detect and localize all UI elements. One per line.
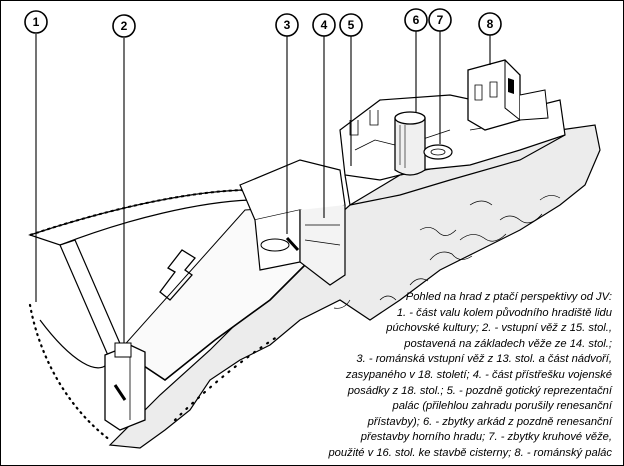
caption-line: zasypaného v 18. století; 4. - část přís… — [345, 368, 612, 381]
caption-line: Pohled na hrad z ptačí perspektivy od JV… — [405, 291, 612, 303]
west-bailey-wall — [59, 239, 126, 361]
figure-caption: Pohled na hrad z ptačí perspektivy od JV… — [300, 290, 612, 462]
marker-4: 4 — [312, 13, 336, 37]
svg-text:1: 1 — [33, 15, 40, 29]
rock-texture — [333, 195, 561, 309]
caption-line: 3. - románská vstupní věž z 13. stol. a … — [356, 353, 612, 366]
foot-dotted-row — [173, 333, 282, 422]
caption-line: púchovské kultury; 2. - vstupní věž z 15… — [386, 322, 612, 335]
marker-6: 6 — [404, 8, 428, 32]
marker-7: 7 — [428, 8, 452, 32]
caption-line: přestavby horního hradu; 7. - zbytky kru… — [360, 431, 612, 444]
svg-text:8: 8 — [487, 17, 494, 31]
courtyard-wall-front — [119, 259, 311, 381]
original-rampart-dotted — [28, 303, 112, 442]
caption-line: 1. - část valu kolem původního hradiště … — [396, 306, 612, 319]
caption-line: palác (přilehlou zahradu porušily renesa… — [392, 400, 612, 413]
marker-leader-lines — [35, 31, 441, 343]
svg-text:6: 6 — [413, 13, 420, 27]
outer-rampart-wall — [28, 189, 251, 246]
cistern-remains — [423, 144, 453, 160]
middle-castle — [239, 159, 346, 286]
svg-text:7: 7 — [437, 13, 444, 27]
caption-line: postavená na základech věže ze 14. stol.… — [404, 337, 612, 350]
svg-text:3: 3 — [284, 18, 291, 32]
caption-line: použité v 16. stol. ke stavbě cisterny; … — [328, 446, 612, 459]
round-tower — [394, 111, 426, 176]
marker-3: 3 — [275, 13, 299, 37]
marker-2: 2 — [112, 14, 136, 38]
svg-text:5: 5 — [348, 18, 355, 32]
marker-1: 1 — [24, 10, 48, 34]
svg-text:2: 2 — [121, 19, 128, 33]
marker-5: 5 — [339, 13, 363, 37]
caption-line: přístavby); 6. - zbytky arkád z pozdně r… — [367, 415, 612, 428]
romanesque-palace — [467, 59, 549, 131]
svg-text:4: 4 — [321, 18, 328, 32]
foundation-outline — [159, 249, 196, 301]
marker-8: 8 — [478, 12, 502, 36]
outer-rampart-crenellation — [29, 189, 251, 236]
entrance-tower-lower — [104, 342, 146, 431]
caption-line: posádky z 18. stol.; 5. - pozdně gotický… — [347, 384, 612, 397]
